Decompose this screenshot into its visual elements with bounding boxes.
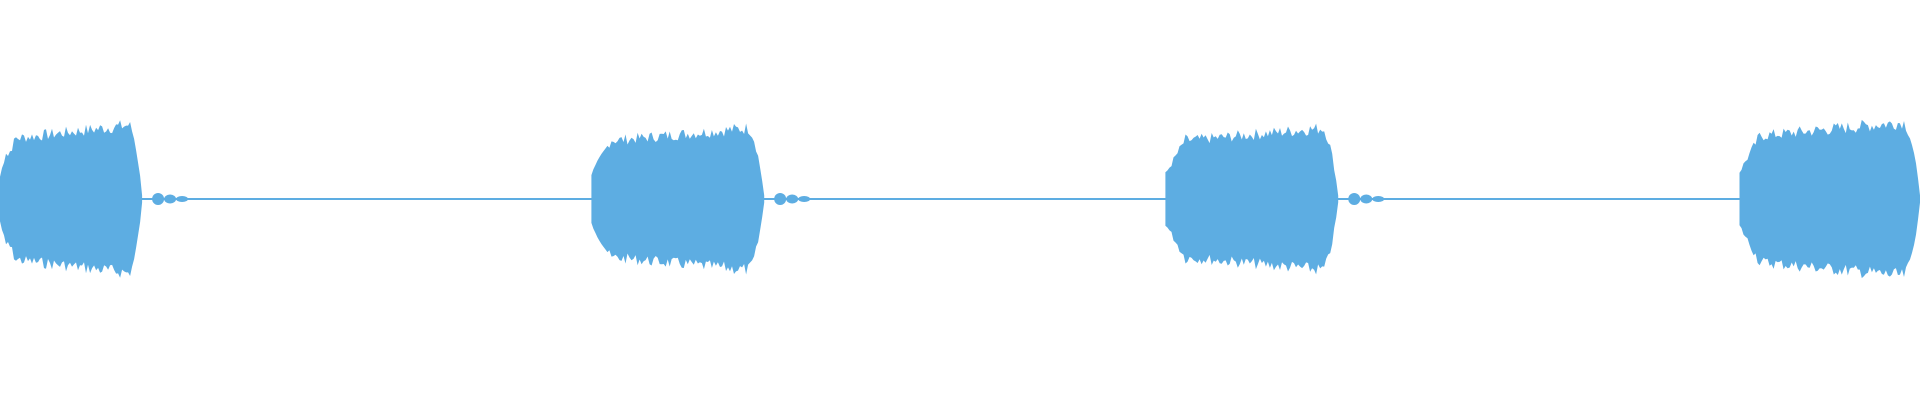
waveform-tail xyxy=(176,196,189,202)
waveform-tail xyxy=(786,194,799,204)
waveform-tail xyxy=(774,193,787,205)
waveform-tail xyxy=(1360,194,1373,204)
waveform-tail xyxy=(152,193,165,205)
waveform-burst xyxy=(0,120,143,278)
waveform-bursts xyxy=(0,119,1920,279)
waveform-burst xyxy=(1165,123,1339,275)
waveform-tail xyxy=(798,196,811,202)
waveform-tail xyxy=(1348,193,1361,205)
waveform-tail xyxy=(164,194,177,204)
waveform-burst xyxy=(1739,119,1920,279)
waveform-tail xyxy=(1372,196,1385,202)
waveform-burst xyxy=(591,123,765,275)
